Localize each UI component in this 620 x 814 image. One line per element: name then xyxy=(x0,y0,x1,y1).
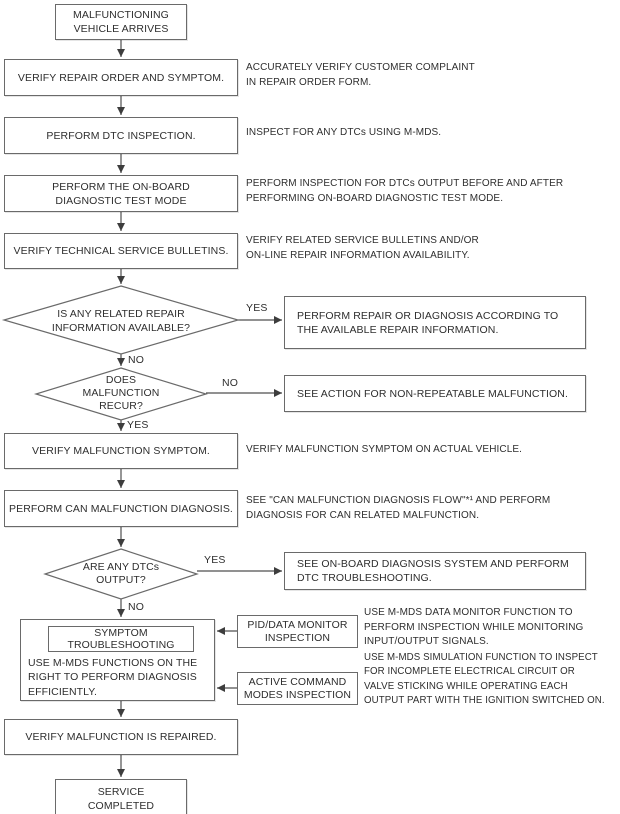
annotation-test-mode: PERFORM INSPECTION FOR DTCs OUTPUT BEFOR… xyxy=(246,178,564,204)
node-start: MALFUNCTIONING VEHICLE ARRIVES xyxy=(55,4,187,40)
decision-diamond-dtcs xyxy=(43,548,199,600)
decision-repair-info-label: IS ANY RELATED REPAIR INFORMATION AVAILA… xyxy=(51,308,191,334)
annotation-active-command: USE M-MDS SIMULATION FUNCTION TO INSPECT… xyxy=(364,652,605,706)
decision-diamond-repair-info xyxy=(1,285,241,355)
node-on-board-test-mode: PERFORM THE ON-BOARD DIAGNOSTIC TEST MOD… xyxy=(4,175,238,212)
branch-label-no-dtcs: NO xyxy=(128,601,145,613)
annotation-repair-order: ACCURATELY VERIFY CUSTOMER COMPLAINT IN … xyxy=(246,62,475,88)
action-perform-repair: PERFORM REPAIR OR DIAGNOSIS ACCORDING TO… xyxy=(284,296,586,349)
branch-label-yes-recur: YES xyxy=(127,419,149,431)
node-verify-repair-order: VERIFY REPAIR ORDER AND SYMPTOM. xyxy=(4,59,238,96)
node-verify-symptom: VERIFY MALFUNCTION SYMPTOM. xyxy=(4,433,238,469)
decision-diamond-recur xyxy=(33,367,209,421)
branch-label-no-recur: NO xyxy=(222,377,239,389)
node-can-diagnosis: PERFORM CAN MALFUNCTION DIAGNOSIS. xyxy=(4,490,238,527)
annotation-symptom: VERIFY MALFUNCTION SYMPTOM ON ACTUAL VEH… xyxy=(246,444,523,455)
branch-label-yes-dtcs: YES xyxy=(204,554,226,566)
flow-arrows xyxy=(117,40,282,777)
action-dtc-troubleshooting: SEE ON-BOARD DIAGNOSIS SYSTEM AND PERFOR… xyxy=(284,552,586,590)
annotation-pid-monitor: USE M-MDS DATA MONITOR FUNCTION TO PERFO… xyxy=(364,607,584,647)
action-pid-data-monitor: PID/DATA MONITOR INSPECTION xyxy=(237,615,358,648)
decision-dtcs-label: ARE ANY DTCs OUTPUT? xyxy=(82,561,160,586)
branch-label-yes-repair-info: YES xyxy=(246,302,268,314)
decision-recur-label: DOES MALFUNCTION RECUR? xyxy=(82,374,160,412)
node-verify-bulletins: VERIFY TECHNICAL SERVICE BULLETINS. xyxy=(4,233,238,269)
action-non-repeatable: SEE ACTION FOR NON-REPEATABLE MALFUNCTIO… xyxy=(284,375,586,412)
annotation-can-flow: SEE "CAN MALFUNCTION DIAGNOSIS FLOW"*¹ A… xyxy=(246,495,551,521)
annotation-dtc-inspection: INSPECT FOR ANY DTCs USING M-MDS. xyxy=(246,127,442,138)
annotation-bulletins: VERIFY RELATED SERVICE BULLETINS AND/OR … xyxy=(246,235,479,261)
branch-label-no-repair-info: NO xyxy=(128,354,145,366)
node-service-completed: SERVICE COMPLETED xyxy=(55,779,187,814)
node-perform-dtc-inspection: PERFORM DTC INSPECTION. xyxy=(4,117,238,154)
action-active-command-modes: ACTIVE COMMAND MODES INSPECTION xyxy=(237,672,358,705)
node-verify-repaired: VERIFY MALFUNCTION IS REPAIRED. xyxy=(4,719,238,755)
symptom-troubleshooting-note: USE M-MDS FUNCTIONS ON THE RIGHT TO PERF… xyxy=(28,657,198,698)
node-symptom-troubleshooting-title: SYMPTOM TROUBLESHOOTING xyxy=(48,626,194,652)
